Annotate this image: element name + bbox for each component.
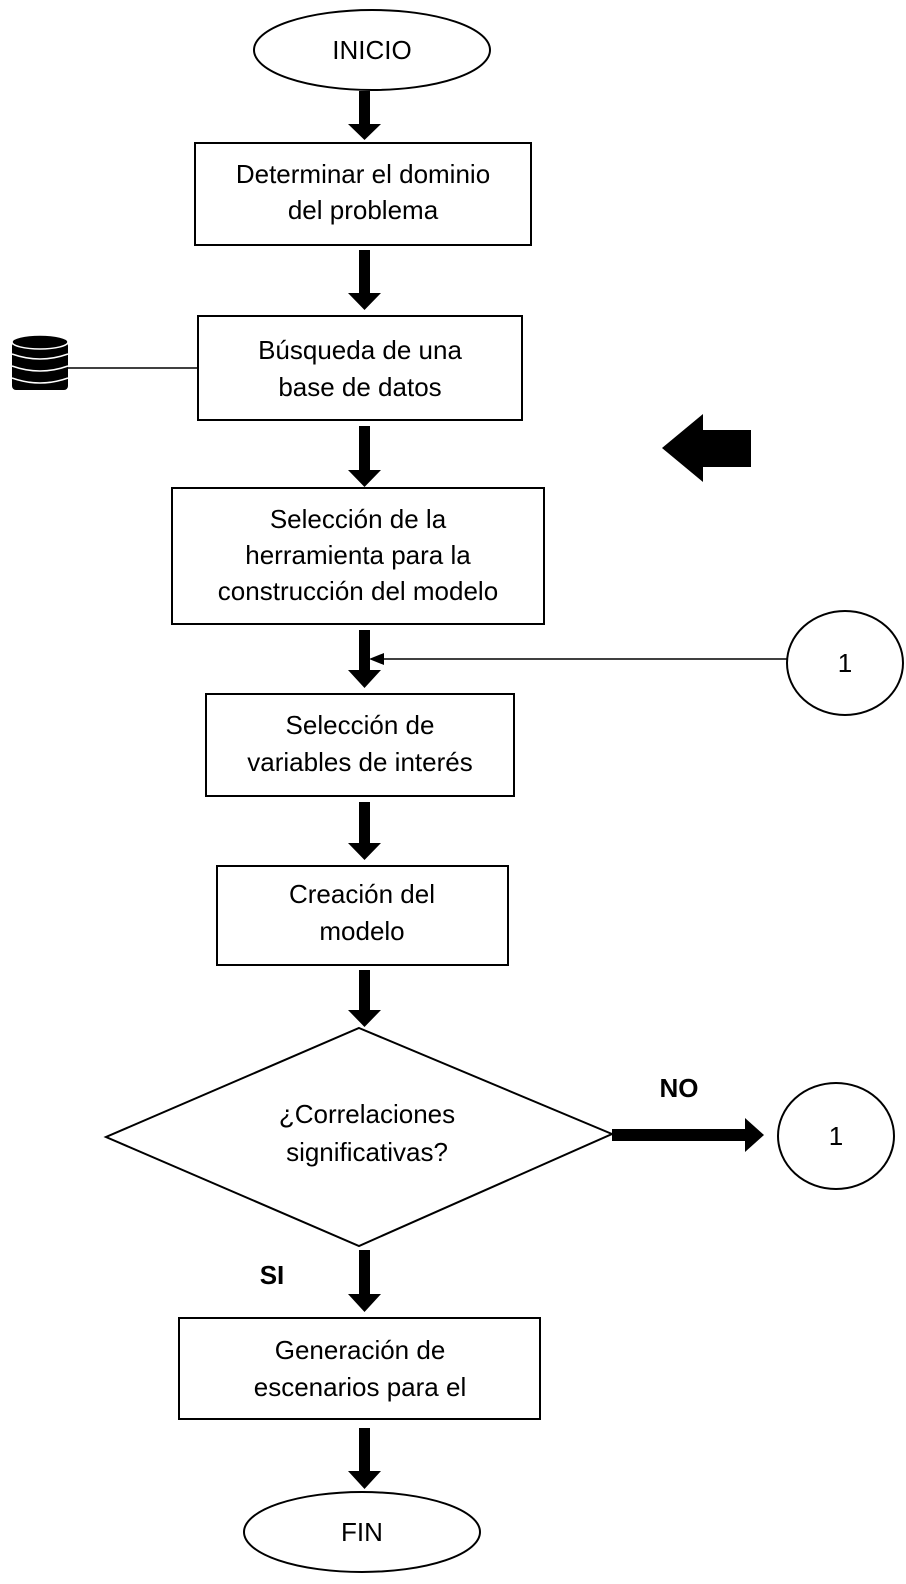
step-domain-line-2: del problema [288,195,439,225]
end-label: FIN [341,1517,383,1547]
step-variables-line-1: Selección de [286,710,435,740]
flow-arrow [348,426,381,487]
step-variables-line-2: variables de interés [247,747,472,777]
step-database-line-2: base de datos [278,372,441,402]
branch-yes-label: SI [260,1260,285,1290]
loop-in-line [369,653,788,665]
step-model-line-2: modelo [319,916,404,946]
decision-line-2: significativas? [286,1137,448,1167]
step-model-line-1: Creación del [289,879,435,909]
branch-no-label: NO [660,1073,699,1103]
step-database-line-1: Búsqueda de una [258,335,462,365]
process-step-scenarios: Generación de escenarios para el [178,1317,541,1420]
flow-arrow [348,1428,381,1489]
no-branch-arrow [612,1118,764,1152]
process-step-model: Creación del modelo [216,865,509,966]
start-label: INICIO [332,35,411,65]
flow-arrow [348,802,381,860]
connector-loop-in-label: 1 [838,648,852,678]
connector-loop-out: 1 [777,1082,895,1190]
flow-arrow [348,1250,381,1312]
start-terminal: INICIO [253,9,491,91]
flow-arrow [348,970,381,1027]
process-step-variables: Selección de variables de interés [205,693,515,797]
decision-line-1: ¿Correlaciones [279,1099,455,1129]
step-domain-line-1: Determinar el dominio [236,159,490,189]
decision-correlations: ¿Correlaciones significativas? [103,1026,615,1248]
flow-arrow [348,91,381,140]
database-icon [11,334,69,390]
process-step-domain: Determinar el dominio del problema [194,142,532,246]
connector-loop-in: 1 [786,610,904,716]
flow-arrow [348,630,381,688]
process-step-database: Búsqueda de una base de datos [197,315,523,421]
flow-arrow [348,250,381,310]
step-tool-line-1: Selección de la [270,504,447,534]
step-scenarios-line-1: Generación de [275,1335,446,1365]
step-tool-line-2: herramienta para la [245,540,471,570]
end-terminal: FIN [243,1491,481,1573]
connector-loop-out-label: 1 [829,1121,843,1151]
left-arrow-icon [662,414,751,482]
step-tool-line-3: construcción del modelo [218,576,498,606]
step-scenarios-line-2: escenarios para el [254,1372,466,1402]
process-step-tool: Selección de la herramienta para la cons… [171,487,545,625]
